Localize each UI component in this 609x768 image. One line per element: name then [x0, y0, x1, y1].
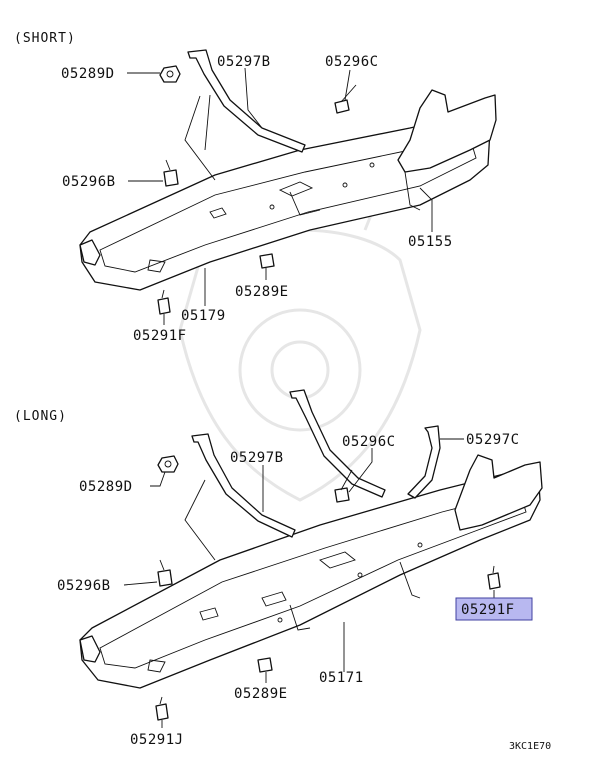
bolt-05296B-long — [157, 559, 173, 587]
nut-05289D-long — [157, 455, 179, 473]
clip-05291F-short — [157, 289, 171, 315]
strap-05297B-short — [187, 49, 306, 153]
nut-05289D-short — [159, 65, 181, 83]
diagram-ref-code: 3KC1E70 — [509, 741, 551, 752]
label-05289D-long: 05289D — [79, 479, 133, 495]
label-05297B-long: 05297B — [230, 450, 284, 466]
nut-05289E-short — [259, 253, 275, 269]
label-05291F-short: 05291F — [133, 328, 187, 344]
clip-05291F-long — [487, 565, 501, 590]
label-05155: 05155 — [408, 234, 453, 250]
section-label-short: (SHORT) — [14, 31, 76, 46]
nut-05289E-long — [257, 657, 273, 673]
label-05297C-long: 05297C — [466, 432, 520, 448]
label-05296C-long: 05296C — [342, 434, 396, 450]
highlight-box-05291F — [455, 597, 533, 621]
label-05296B-short: 05296B — [62, 174, 116, 190]
label-05171: 05171 — [319, 670, 364, 686]
label-05296C-short: 05296C — [325, 54, 379, 70]
label-05289E-short: 05289E — [235, 284, 289, 300]
bolt-05296C-short — [334, 84, 357, 114]
label-05291J-long: 05291J — [130, 732, 184, 748]
fuel-tank-guard-short — [79, 89, 497, 291]
label-05291F-long-highlighted[interactable]: 05291F — [461, 602, 515, 618]
strap-05297C-long — [289, 389, 441, 499]
label-05179: 05179 — [181, 308, 226, 324]
clip-05291J-long — [155, 696, 169, 721]
label-05289D-short: 05289D — [61, 66, 115, 82]
fuel-tank-guard-long — [79, 454, 543, 689]
label-05289E-long: 05289E — [234, 686, 288, 702]
label-05297B-short: 05297B — [217, 54, 271, 70]
section-label-long: (LONG) — [14, 409, 67, 424]
bolt-05296B-short — [163, 159, 179, 187]
label-05296B-long: 05296B — [57, 578, 111, 594]
strap-05297B-long — [191, 433, 296, 538]
bolt-05296C-long — [334, 469, 353, 503]
